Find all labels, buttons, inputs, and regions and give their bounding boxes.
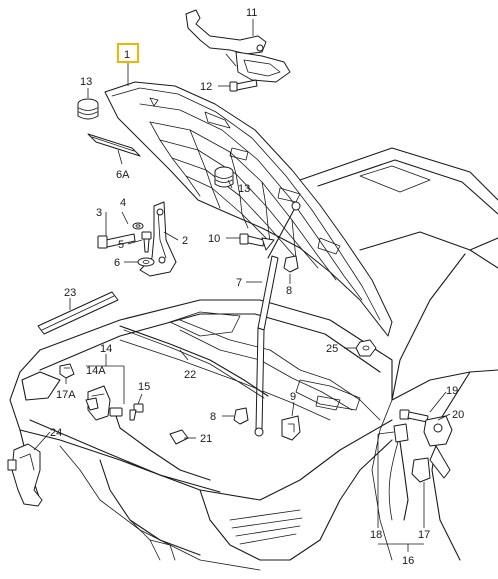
callout-20: 20 [452,409,464,421]
callout-10: 10 [208,233,220,245]
callout-23: 23 [64,287,76,299]
bolt-part-12 [229,79,258,92]
callout-1: 1 [124,49,130,61]
washer-part-4 [132,222,144,230]
callout-15: 15 [138,381,150,393]
callout-13-top: 13 [80,76,92,88]
release-cable-part-18 [388,423,409,521]
hood-latch-part-11 [185,9,291,83]
bolt-part-10 [239,233,265,247]
callout-16: 16 [402,555,414,567]
clip-part-8b [233,407,249,425]
seal-strip-part-23 [37,291,119,335]
cowl-seal-part-22 [119,325,269,399]
callout-24: 24 [50,427,62,439]
gas-strut-part-7 [254,201,301,437]
rubber-buffer-part-13b [214,166,234,188]
callout-25: 25 [326,343,338,355]
callout-19: 19 [446,385,458,397]
nut-part-25 [355,339,377,357]
callout-9: 9 [290,391,296,403]
release-lever-part-20 [423,415,453,479]
rubber-buffer-part-13a [77,98,99,120]
callout-8-upper: 8 [286,285,292,297]
callout-12: 12 [200,81,212,93]
callout-4: 4 [120,197,126,209]
bolt-part-5 [141,231,152,253]
callout-22: 22 [184,369,196,381]
car-body [9,147,498,571]
part-1-highlight [117,43,139,63]
callout-5: 5 [118,239,124,251]
callout-11: 11 [246,7,257,19]
callout-6A: 6A [116,169,130,181]
callout-6: 6 [114,257,120,269]
hood-lock-part-14 [87,385,211,481]
callout-17: 17 [418,529,430,541]
callout-3: 3 [96,207,102,219]
bolt-part-15 [129,403,144,421]
clip-part-21 [169,429,189,445]
callout-17A: 17A [56,389,76,401]
bolt-part-19 [399,409,429,423]
seal-strip-part-6A [87,133,141,157]
cable-guide-part-14A [85,397,99,411]
clip-part-8a [283,255,299,273]
release-handle-part-17 [411,457,431,483]
hood-panel [104,81,393,337]
callout-14: 14 [100,343,112,355]
callout-13-hood: 13 [238,183,250,195]
strut-mount-part-9 [281,415,301,441]
callout-2: 2 [182,235,188,247]
callout-7: 7 [236,277,242,289]
callout-labels: 1 11 13 12 6A 13 3 4 5 6 2 10 7 8 25 23 … [50,7,464,567]
hood-hinge-part-2 [139,201,177,277]
leader-lines [33,19,451,552]
callout-18: 18 [370,529,382,541]
nut-plate-part-6 [137,257,155,267]
callout-8-lower: 8 [210,411,216,423]
callout-14A: 14A [86,365,106,377]
bolt-part-3 [97,233,136,249]
hood-hook-part-24 [7,443,43,507]
callout-21: 21 [200,433,212,445]
clip-part-17A [59,363,75,379]
